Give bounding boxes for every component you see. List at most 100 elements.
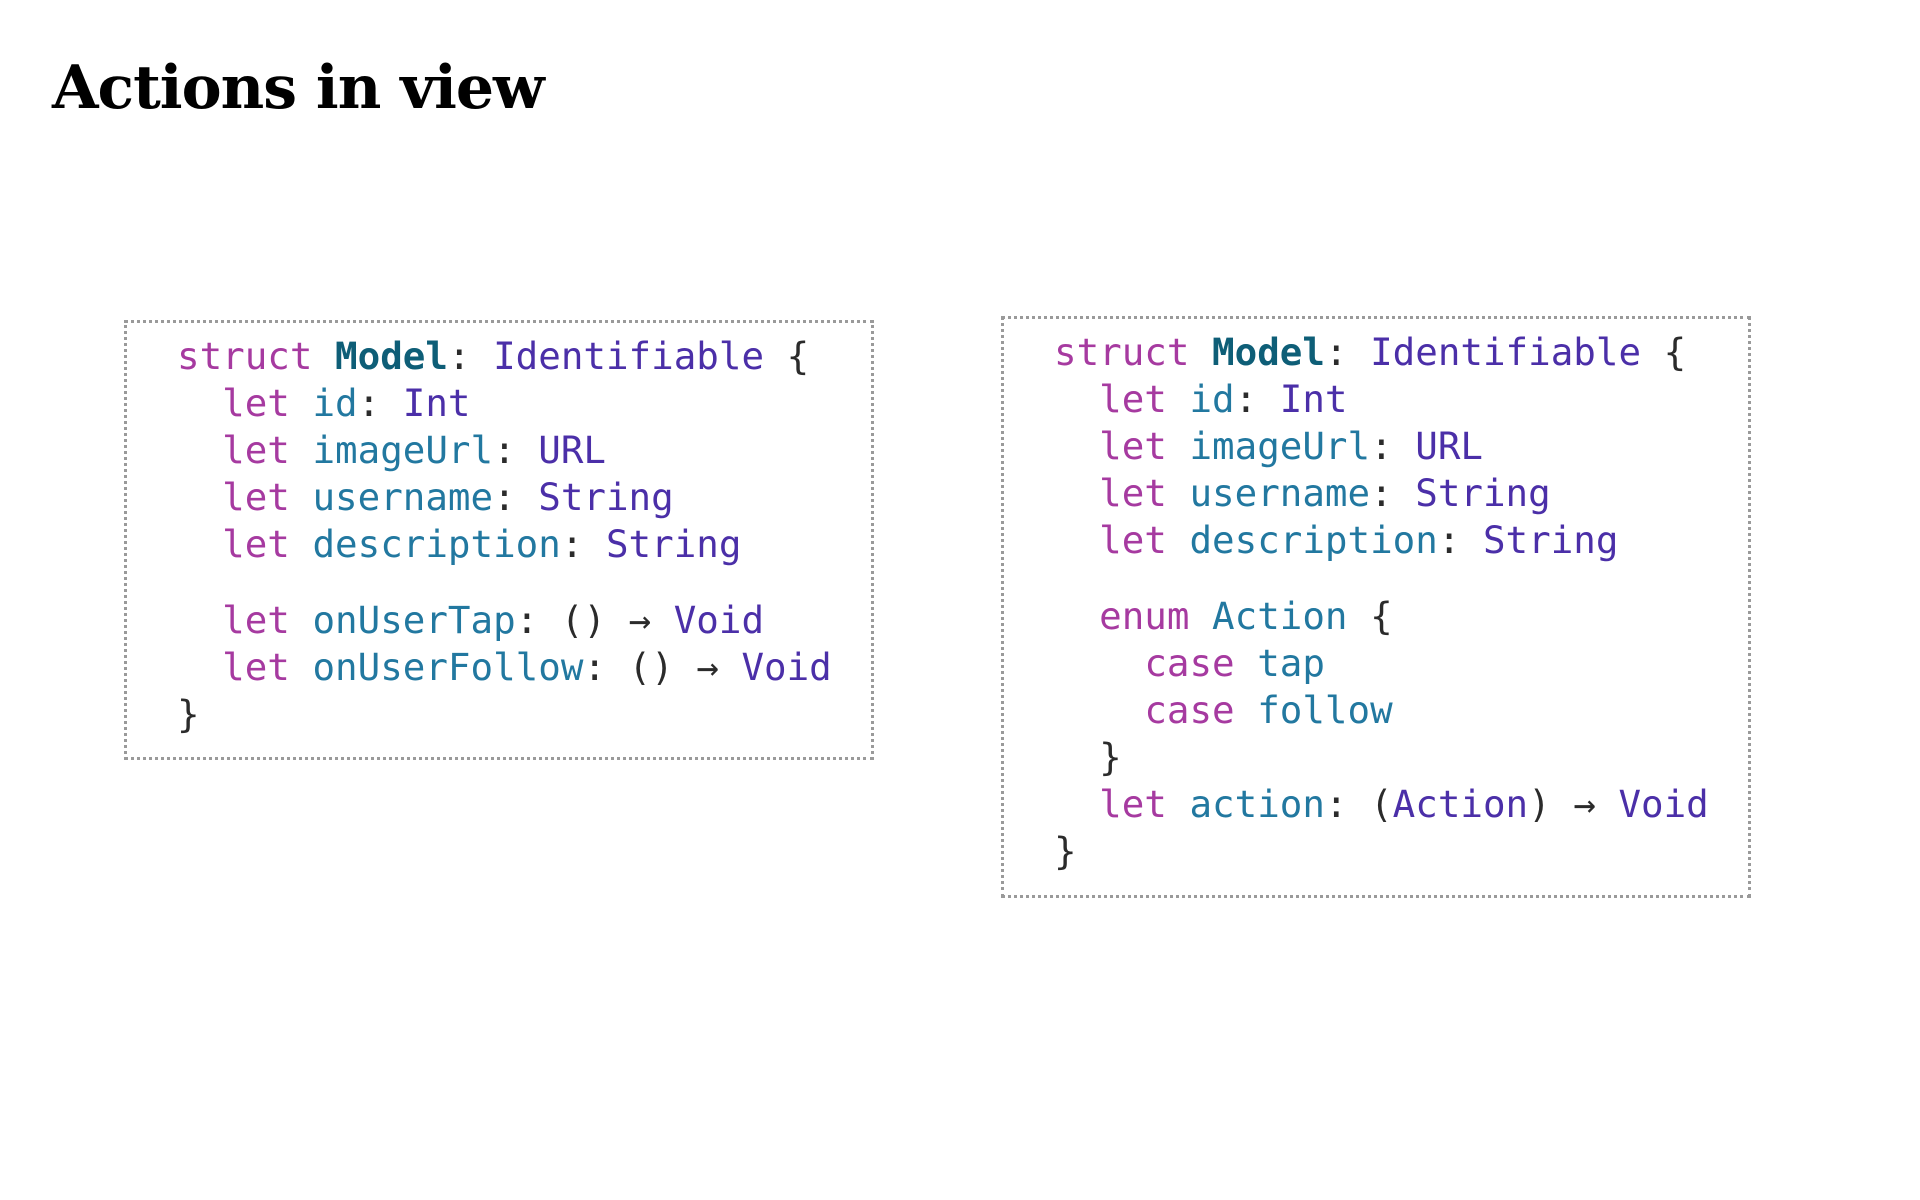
code-keyword: let [222,522,290,566]
code-keyword: let [222,645,290,689]
code-type: String [1482,518,1619,562]
code-line: let username: String [177,474,832,521]
code-punctuation [290,381,313,425]
code-keyword: let [222,475,290,519]
code-keyword: struct [177,334,313,378]
code-punctuation [1167,518,1190,562]
code-keyword: struct [1054,330,1190,374]
code-type: Int [402,381,471,425]
code-punctuation: } [1054,735,1122,779]
code-punctuation: : [493,475,539,519]
code-punctuation: : [1234,377,1280,421]
code-keyword: let [222,381,290,425]
code-punctuation [290,598,313,642]
code-type: Identifiable [493,334,765,378]
code-identifier: tap [1257,641,1325,685]
code-identifier: username [1189,471,1371,515]
code-punctuation [1189,594,1212,638]
code-type: Void [673,598,765,642]
code-punctuation [177,381,222,425]
code-line: let id: Int [177,380,832,427]
code-keyword: let [1099,377,1167,421]
code-line [1054,564,1709,593]
code-identifier: action [1189,782,1325,826]
code-type: String [605,522,742,566]
code-punctuation: { [1347,594,1393,638]
code-punctuation: : [1370,471,1416,515]
code-identifier: description [1189,518,1438,562]
code-line: let imageUrl: URL [1054,423,1709,470]
code-punctuation [1189,330,1212,374]
code-line: } [1054,828,1709,875]
code-line: } [177,691,832,738]
code-punctuation [1167,782,1190,826]
code-type: Action [1392,782,1529,826]
code-type: String [538,475,674,519]
code-punctuation: : ( [1324,782,1393,826]
code-identifier: onUserTap [312,598,516,642]
code-line: let username: String [1054,470,1709,517]
code-line: case follow [1054,687,1709,734]
code-keyword: let [1099,782,1167,826]
code-line: let imageUrl: URL [177,427,832,474]
code-snippet-closures: struct Model: Identifiable { let id: Int… [124,320,874,760]
code-type: URL [538,428,606,472]
code-punctuation [290,428,313,472]
code-punctuation [1054,377,1099,421]
code-line: let id: Int [1054,376,1709,423]
code-keyword: let [222,598,290,642]
code-punctuation [1054,594,1099,638]
code-punctuation: : [560,522,606,566]
code-line: case tap [1054,640,1709,687]
code-snippet-action-enum: struct Model: Identifiable { let id: Int… [1001,316,1751,898]
code-punctuation: } [1054,829,1077,873]
code-identifier: imageUrl [312,428,494,472]
code-block: struct Model: Identifiable { let id: Int… [1054,329,1709,875]
code-punctuation: : [1370,424,1416,468]
code-punctuation [1054,782,1099,826]
code-punctuation [177,428,222,472]
code-punctuation [312,334,335,378]
code-punctuation: { [764,334,810,378]
code-type: Identifiable [1370,330,1642,374]
code-identifier: username [312,475,494,519]
code-keyword: let [222,428,290,472]
code-line: let action: (Action) → Void [1054,781,1709,828]
code-identifier: onUserFollow [312,645,584,689]
code-punctuation [290,522,313,566]
code-punctuation: { [1641,330,1687,374]
code-line: struct Model: Identifiable { [1054,329,1709,376]
code-punctuation [1167,377,1190,421]
code-type: Int [1279,377,1348,421]
code-line: let description: String [1054,517,1709,564]
code-punctuation [1054,471,1099,515]
code-punctuation [177,645,222,689]
code-punctuation [1235,688,1258,732]
code-punctuation: : [1324,330,1371,374]
code-identifier: Action [1212,594,1348,638]
code-punctuation: } [177,692,200,736]
code-keyword: let [1099,424,1167,468]
code-punctuation [177,598,222,642]
code-punctuation: ) → [1528,782,1619,826]
code-identifier: imageUrl [1189,424,1371,468]
code-keyword: let [1099,471,1167,515]
code-keyword: enum [1099,594,1190,638]
code-line: } [1054,734,1709,781]
code-line: let onUserTap: () → Void [177,597,832,644]
code-keyword: let [1099,518,1167,562]
code-punctuation [1167,424,1190,468]
code-punctuation [290,475,313,519]
code-punctuation [177,475,222,519]
code-punctuation [1054,518,1099,562]
code-punctuation [1054,424,1099,468]
code-identifier: follow [1257,688,1393,732]
code-type-declaration: Model [1212,330,1325,374]
code-keyword: case [1144,688,1235,732]
code-punctuation [1167,471,1190,515]
code-line: let description: String [177,521,832,568]
code-punctuation [177,522,222,566]
code-punctuation: : [447,334,494,378]
code-identifier: id [312,381,358,425]
code-punctuation: : [357,381,403,425]
